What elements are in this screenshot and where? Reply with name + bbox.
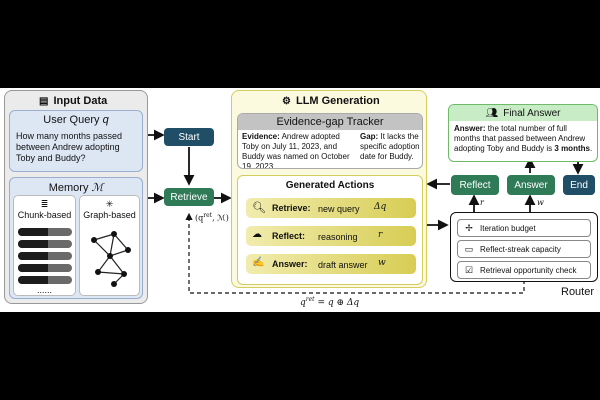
- connectors: [145, 129, 584, 294]
- final-answer-text: Answer: the total number of full months …: [454, 124, 593, 154]
- chunk-strip: [18, 240, 72, 248]
- input-data-header: ▤ Input Data: [39, 95, 107, 107]
- retrieve-input-label: (qret, ℳ): [195, 212, 229, 223]
- input-data-panel: ▤ Input Data User Query q How many month…: [4, 90, 148, 304]
- tracker-header: Evidence-gap Tracker: [238, 114, 422, 130]
- chunk-strip: [18, 276, 72, 284]
- tracker-evidence: Evidence: Andrew adopted Toby on July 11…: [242, 132, 354, 169]
- retrieve-input-sup: ret: [203, 212, 213, 219]
- router-item-label: Iteration budget: [480, 223, 536, 233]
- tracker-title: Evidence-gap Tracker: [276, 116, 384, 128]
- memory-symbol: ℳ: [91, 182, 104, 194]
- answer-node[interactable]: Answer: [507, 175, 555, 195]
- action-reflect-desc: reasoning: [318, 232, 358, 242]
- tracker-gap: Gap: It lacks the specific adoption date…: [360, 132, 422, 162]
- final-answer-panel: 👥︎ Final Answer Answer: the total number…: [448, 104, 598, 162]
- memory-title: Memory: [48, 182, 89, 194]
- edge-label-r: r: [480, 198, 484, 207]
- generated-actions-box: Generated Actions 🔍︎ Retrieve: new query…: [237, 175, 423, 285]
- edge-label-w: w: [537, 198, 544, 207]
- pen-icon: ✍: [252, 257, 265, 268]
- action-answer-label: Answer:: [272, 259, 308, 269]
- robot-icon: ⚙: [282, 95, 291, 107]
- loop-equation: qret = q ⊕ Δq: [300, 296, 359, 308]
- evidence-label: Evidence:: [242, 132, 280, 141]
- user-group-icon: 👥︎: [485, 107, 499, 119]
- end-node[interactable]: End: [563, 175, 595, 195]
- action-reflect-label: Reflect:: [272, 231, 306, 241]
- action-retrieve-label: Retrieve:: [272, 203, 311, 213]
- generated-actions-title: Generated Actions: [285, 180, 375, 191]
- action-answer[interactable]: ✍ Answer: draft answer w: [246, 254, 416, 274]
- final-answer-title: Final Answer: [503, 107, 561, 119]
- action-reflect-symbol: r: [378, 230, 383, 240]
- graph-based-label: ✳ Graph-based: [80, 199, 139, 220]
- evidence-text: Andrew adopted Toby on July 11, 2023, an…: [242, 132, 350, 169]
- chunk-ellipsis: ......: [36, 285, 52, 295]
- gap-label: Gap:: [360, 132, 379, 141]
- loop-equation-lhs: q: [300, 298, 306, 308]
- router-item-label: Reflect-streak capacity: [480, 244, 561, 254]
- router-item-reflect-streak: ▭ Reflect-streak capacity: [457, 240, 591, 258]
- retrieve-node[interactable]: Retrieve: [164, 188, 214, 206]
- user-query-text: How many months passed between Andrew ad…: [16, 131, 123, 163]
- llm-generation-header: ⚙ LLM Generation: [282, 95, 380, 107]
- final-answer-header: 👥︎ Final Answer: [449, 105, 597, 121]
- router-title: Router: [561, 286, 595, 298]
- loop-equation-sup: ret: [305, 296, 315, 303]
- start-node[interactable]: Start: [164, 128, 214, 146]
- reflect-node[interactable]: Reflect: [451, 175, 499, 195]
- graph-based-text: Graph-based: [83, 210, 136, 220]
- search-icon: 🔍︎: [252, 202, 266, 214]
- action-retrieve-desc: new query: [318, 204, 360, 214]
- chunk-strip: [18, 264, 72, 272]
- router-item-label: Retrieval opportunity check: [480, 265, 577, 275]
- checkbox-icon: ☑: [464, 264, 474, 275]
- final-answer-period: .: [589, 144, 593, 153]
- action-reflect[interactable]: ☁ Reflect: reasoning r: [246, 226, 416, 246]
- memory-heading: Memory ℳ: [10, 181, 142, 194]
- graph-network-icon: ✳: [105, 199, 114, 209]
- chunk-strip: [18, 252, 72, 260]
- llm-generation-panel: ⚙ LLM Generation Evidence-gap Tracker Ev…: [231, 90, 427, 288]
- final-answer-body: the total number of full months that pas…: [454, 124, 586, 153]
- evidence-gap-tracker: Evidence-gap Tracker Evidence: Andrew ad…: [237, 113, 423, 169]
- memory-box: Memory ℳ ≣ Chunk-based ...... ✳: [9, 177, 143, 299]
- chunk-strip: [18, 228, 72, 236]
- dashed-loop: [185, 212, 525, 294]
- retrieve-input-tail: , ℳ): [212, 213, 229, 223]
- chunk-based-text: Chunk-based: [17, 210, 72, 220]
- diagram-canvas: ▤ Input Data User Query q How many month…: [0, 88, 600, 312]
- brain-icon: ☁: [252, 229, 262, 240]
- final-answer-highlight: 3 months: [554, 144, 590, 153]
- router-item-iteration: ✢ Iteration budget: [457, 219, 591, 237]
- loop-equation-rhs: = q ⊕ Δq: [314, 298, 360, 308]
- chunk-based-box: ≣ Chunk-based ......: [13, 195, 76, 296]
- action-answer-symbol: w: [378, 258, 386, 268]
- action-answer-desc: draft answer: [318, 260, 368, 270]
- database-icon: ▤: [39, 95, 49, 107]
- action-retrieve-symbol: Δq: [374, 202, 387, 212]
- battery-icon: ▭: [464, 243, 474, 254]
- user-query-heading: User Query q: [10, 114, 142, 126]
- gap-text: It lacks the specific adoption date for …: [360, 132, 420, 161]
- chunk-stack-icon: ≣: [40, 199, 49, 209]
- action-retrieve[interactable]: 🔍︎ Retrieve: new query Δq: [246, 198, 416, 218]
- iteration-icon: ✢: [465, 222, 473, 233]
- graph-based-box: ✳ Graph-based: [79, 195, 140, 296]
- user-query-symbol: q: [102, 114, 109, 126]
- router-item-retrieval: ☑ Retrieval opportunity check: [457, 261, 591, 279]
- user-query-box: User Query q How many months passed betw…: [9, 110, 143, 172]
- retrieve-input-q: (q: [195, 213, 204, 223]
- router-panel: ✢ Iteration budget ▭ Reflect-streak capa…: [450, 212, 598, 282]
- user-query-title: User Query: [43, 114, 100, 126]
- input-data-title: Input Data: [53, 95, 108, 107]
- chunk-based-label: ≣ Chunk-based: [14, 199, 75, 220]
- final-answer-label: Answer:: [454, 124, 486, 133]
- llm-generation-title: LLM Generation: [295, 95, 380, 107]
- graph-illustration: [91, 231, 131, 287]
